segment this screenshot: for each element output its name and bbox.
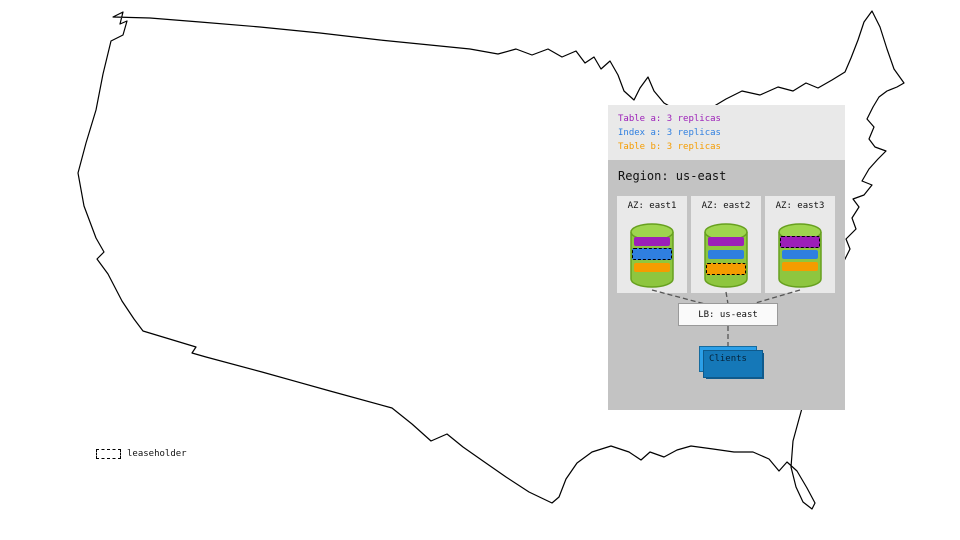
legend-item-table-b: Table b: 3 replicas bbox=[618, 142, 721, 152]
az-east1-label: AZ: east1 bbox=[627, 201, 677, 211]
legend-item-table-a: Table a: 3 replicas bbox=[618, 114, 721, 124]
leaseholder-bar-table-b bbox=[706, 263, 746, 275]
load-balancer-box: LB: us-east bbox=[678, 303, 778, 326]
az-east3-box: AZ: east3 bbox=[765, 196, 835, 293]
database-cylinder-east2 bbox=[702, 222, 750, 290]
replica-bar-table-a bbox=[708, 237, 744, 246]
az-east3-label: AZ: east3 bbox=[775, 201, 825, 211]
database-cylinder-east3 bbox=[776, 222, 824, 290]
replica-bar-index-a bbox=[782, 250, 818, 259]
database-cylinder-east1 bbox=[628, 222, 676, 290]
clients-box: Clients bbox=[699, 346, 764, 379]
region-label: Region: us-east bbox=[618, 169, 727, 183]
az-east2-label: AZ: east2 bbox=[701, 201, 751, 211]
replica-bar-index-a bbox=[708, 250, 744, 259]
legend-item-index-a: Index a: 3 replicas bbox=[618, 128, 721, 138]
az-east2-box: AZ: east2 bbox=[691, 196, 761, 293]
replica-bar-table-b bbox=[634, 263, 670, 272]
az-east1-box: AZ: east1 bbox=[617, 196, 687, 293]
replica-bar-table-b bbox=[782, 262, 818, 271]
clients-label: Clients bbox=[709, 354, 747, 364]
leaseholder-bar-table-a bbox=[780, 236, 820, 248]
leaseholder-bar-index-a bbox=[632, 248, 672, 260]
leaseholder-swatch-icon bbox=[96, 449, 121, 459]
leaseholder-legend: leaseholder bbox=[96, 449, 187, 459]
load-balancer-label: LB: us-east bbox=[698, 309, 758, 320]
leaseholder-legend-label: leaseholder bbox=[127, 449, 187, 459]
replica-legend: Table a: 3 replicas Index a: 3 replicas … bbox=[608, 105, 845, 160]
replica-bar-table-a bbox=[634, 237, 670, 246]
